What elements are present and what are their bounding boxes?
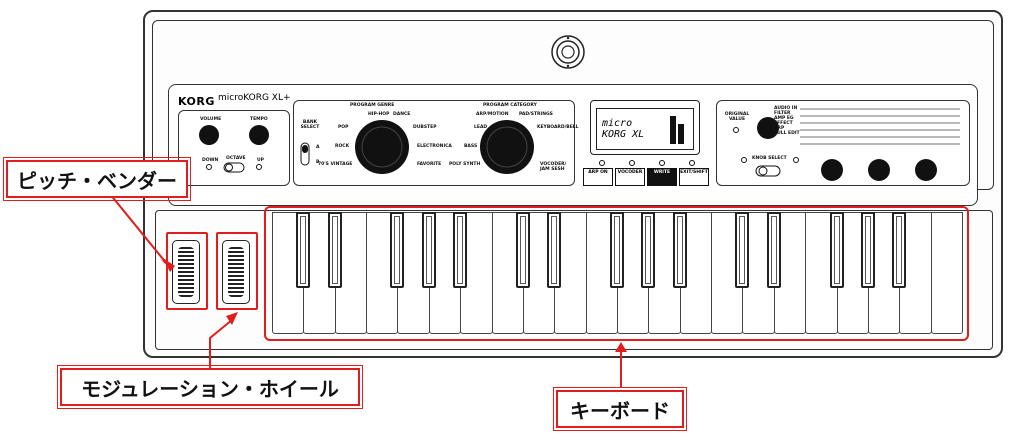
modulation-wheel[interactable] [222,240,250,304]
genre-label-3: DUBSTEP [413,125,437,130]
category-label-3: KEYBOARD/BELL [537,125,579,130]
black-key[interactable] [860,212,875,288]
black-key[interactable] [390,212,405,288]
volume-label: VOLUME [200,117,222,122]
keyboard-highlight [264,206,969,341]
black-key[interactable] [327,212,342,288]
black-key[interactable] [892,212,907,288]
program-genre-label: PROGRAM GENRE [350,103,395,108]
keyboard-bed [155,210,993,350]
arp-on-button[interactable]: ARP ON [583,168,613,186]
category-label-6: VOCODER/ JAM SESH [540,162,567,172]
edit-row-2: AMP EG [774,116,794,121]
category-label-5: POLY SYNTH [449,162,481,167]
keyboard-callout: キーボード [553,387,687,431]
tempo-label: TEMPO [250,117,268,122]
korg-logo: KORG [178,95,215,108]
pitch-bender-callout: ピッチ・ベンダー [3,157,191,201]
black-key[interactable] [515,212,530,288]
edit-row-3: EFFECT [774,121,793,126]
black-key[interactable] [296,212,311,288]
category-knob[interactable] [477,117,537,177]
lcd-screen [596,108,694,150]
edit-knobs[interactable] [736,154,966,184]
octave-label: OCTAVE [226,156,246,161]
black-key[interactable] [735,212,750,288]
model-logo: microKORG XL+ [218,93,291,103]
modulation-wheel-callout: モジュレーション・ホイール [57,365,363,409]
mic-input-icon [551,35,585,69]
bank-a-label: A [316,145,320,150]
black-key[interactable] [829,212,844,288]
category-label-1: PAD/STRINGS [519,112,553,117]
bank-switch[interactable] [298,140,320,170]
black-key[interactable] [421,212,436,288]
genre-label-4: ROCK [335,144,350,149]
edit-row-list: AUDIO IN FILTER AMP EG EFFECT ARP FULL E… [774,106,800,136]
button-row: ARP ON VOCODER WRITE EXIT/SHIFT [583,168,709,186]
keyboard [272,212,963,338]
genre-label-1: DANCE [393,112,411,117]
edit-row-4: ARP [774,126,785,131]
genre-label-2: POP [338,125,349,130]
modulation-highlight [216,232,258,310]
black-key[interactable] [672,212,687,288]
original-value-label: ORIGINAL VALUE [724,112,750,122]
genre-label-6: 70'S VINTAGE [318,162,353,167]
edit-select-knob[interactable] [732,112,792,152]
black-key[interactable] [766,212,781,288]
genre-label-0: HIP-HOP [368,112,390,117]
button-leds [599,160,695,166]
write-button[interactable]: WRITE [647,168,677,186]
volume-tempo-knobs [199,125,269,173]
bank-b-label: B [316,160,320,165]
genre-label-7: FAVORITE [417,162,442,167]
level-meter-icon [670,116,684,144]
category-label-4: BASS [464,144,478,149]
octave-down-label: DOWN [202,158,219,163]
black-key[interactable] [453,212,468,288]
bank-select-label: BANK SELECT [300,120,320,130]
black-key[interactable] [610,212,624,288]
edit-row-0: AUDIO IN [774,106,798,111]
knob-select-label: KNOB SELECT [752,156,787,161]
white-key[interactable] [930,212,963,334]
black-key[interactable] [641,212,656,288]
program-category-label: PROGRAM CATEGORY [483,103,537,108]
black-key[interactable] [547,212,562,288]
category-label-2: LEAD [474,125,488,130]
octave-up-label: UP [257,158,264,163]
category-label-0: ARP/MOTION [476,112,509,117]
pitch-bend-highlight [166,232,208,310]
pitch-bend-wheel[interactable] [172,240,200,304]
genre-knob[interactable] [352,117,412,177]
edit-row-5: FULL EDIT [774,131,800,136]
exit-shift-button[interactable]: EXIT/SHIFT [679,168,709,186]
vocoder-button[interactable]: VOCODER [615,168,645,186]
volume-section [178,110,290,186]
edit-row-1: FILTER [774,111,791,116]
genre-label-5: ELECTRONICA [417,144,452,149]
display-text: micro KORG XL [602,118,645,140]
parameter-grid-lines [800,108,960,145]
